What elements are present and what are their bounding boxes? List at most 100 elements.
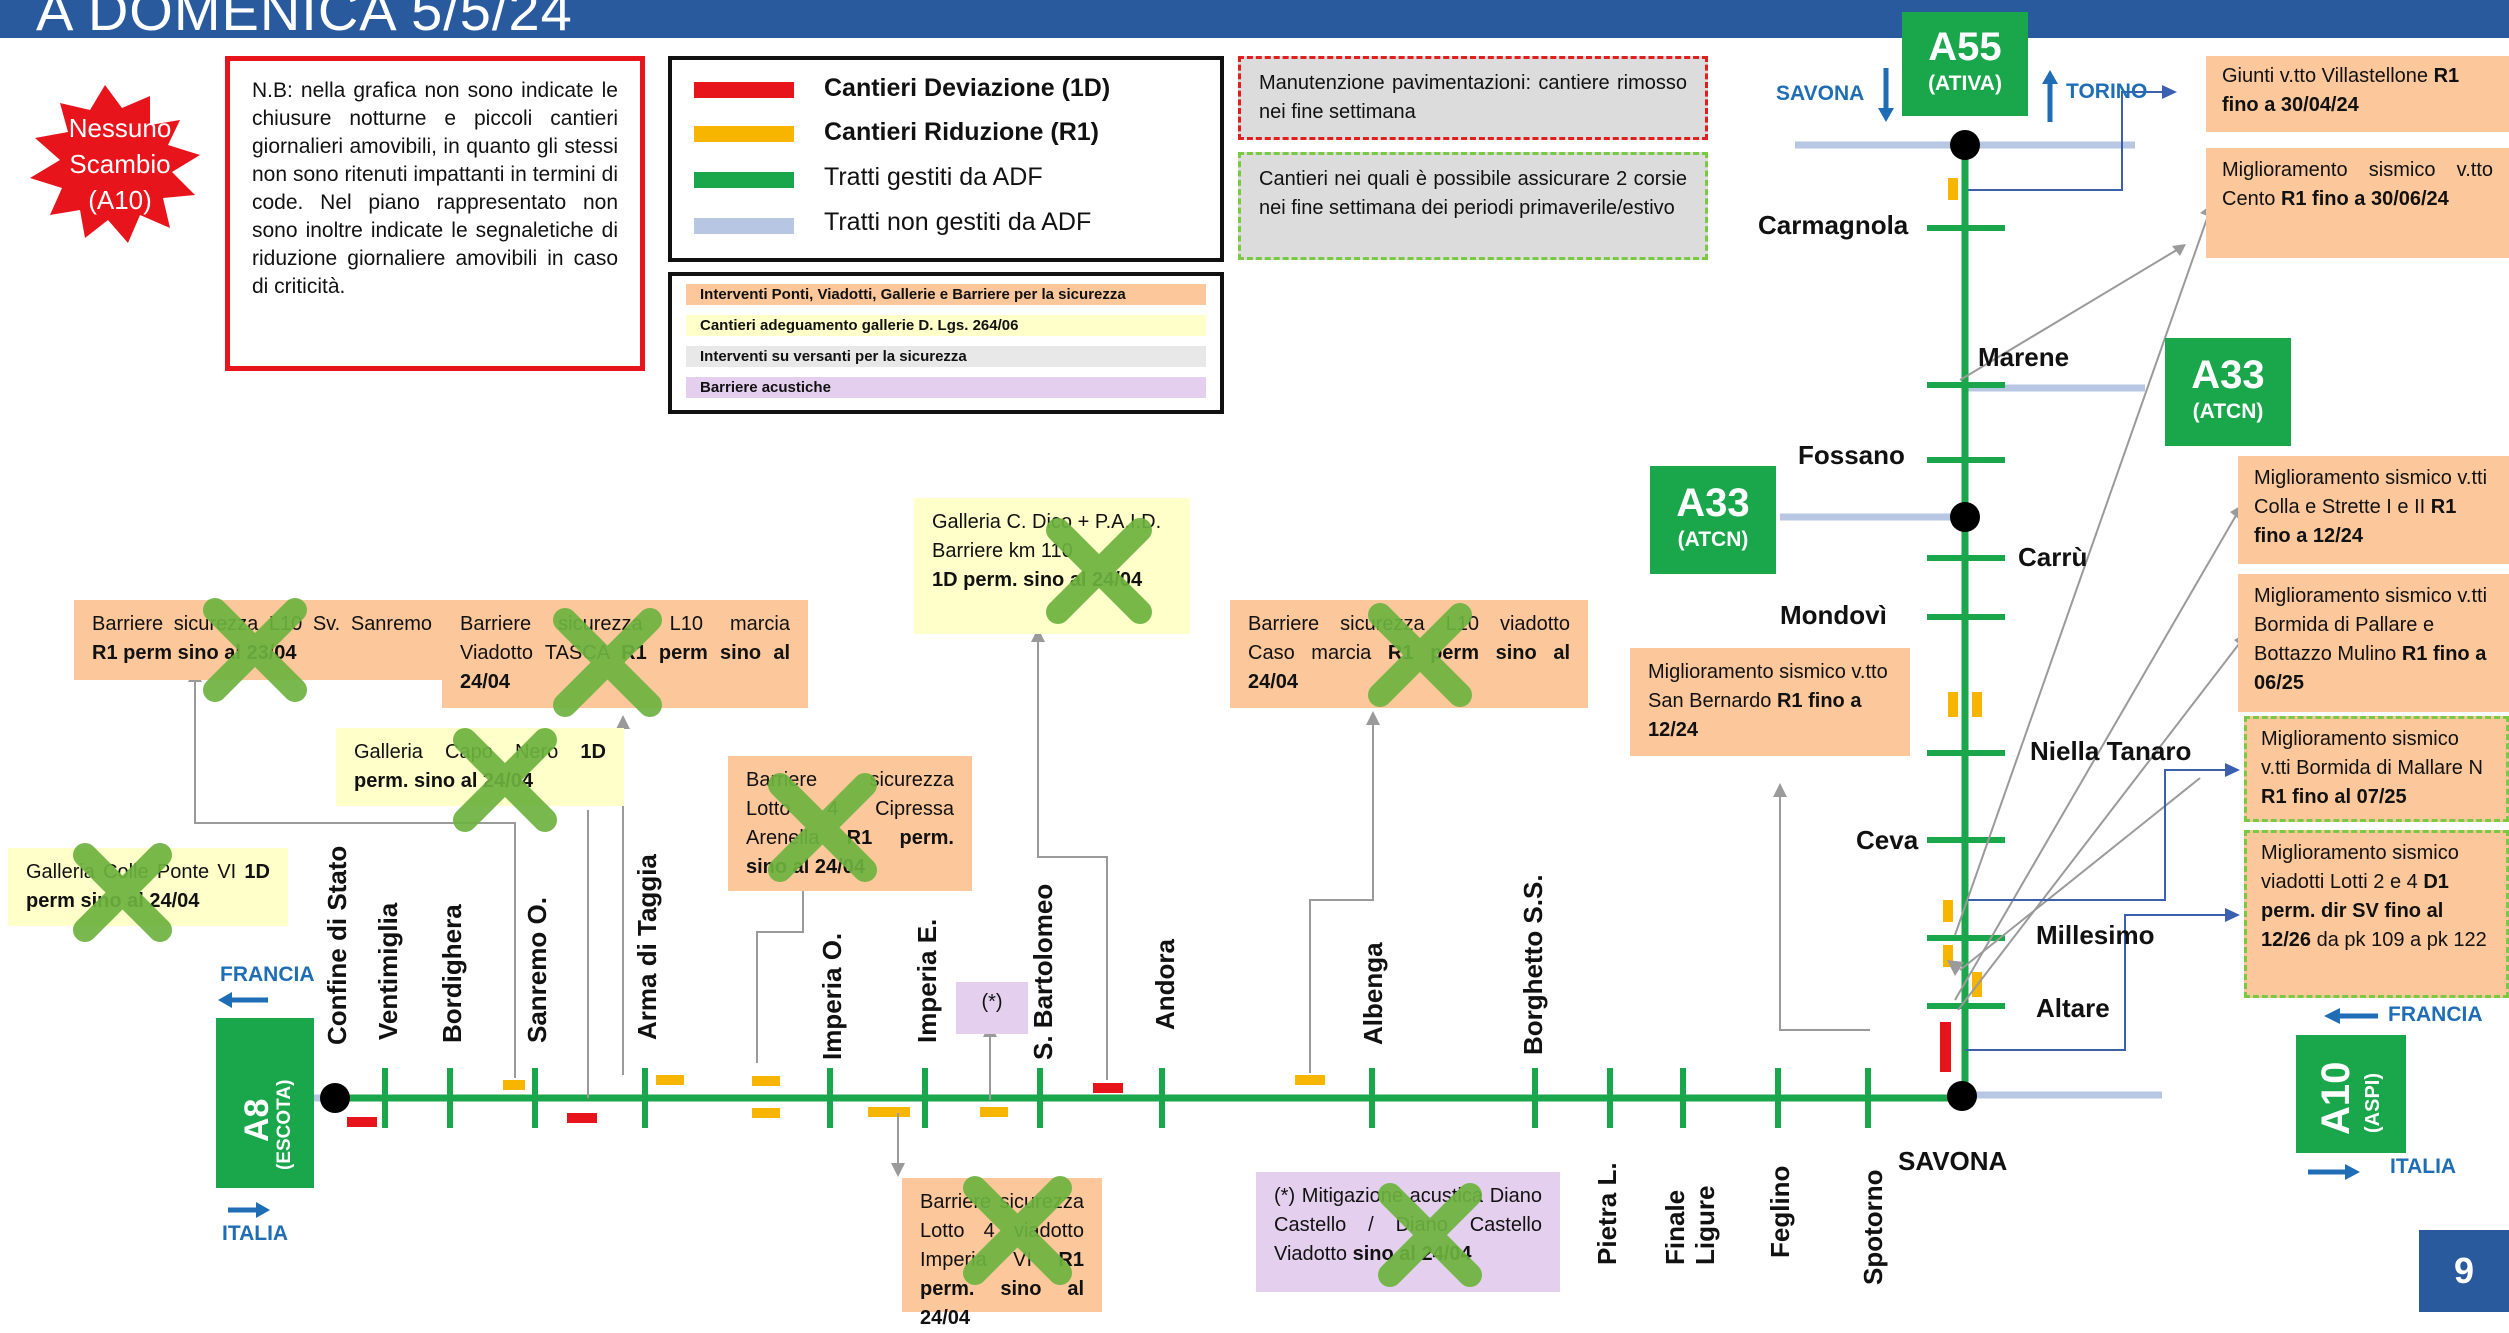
station-label: Spotorno (1858, 1169, 1888, 1285)
station-label-text: Finale Ligure (1660, 1185, 1720, 1265)
no-exchange-label: Nessuno Scambio (A10) (45, 110, 195, 218)
info-box: Barriere sicurezza L10 marcia Viadotto T… (442, 600, 808, 708)
info-text: Miglioramento sismico v.tto San Bernardo (1648, 661, 1888, 712)
info-bold: R1 fino a 12/24 (2254, 496, 2457, 547)
junction-a33 (1950, 502, 1980, 532)
road-code: A33 (2191, 353, 2265, 397)
direction-label: ITALIA (222, 1222, 289, 1245)
category-label: Interventi su versanti per la sicurezza (686, 346, 1206, 367)
station-label: Arma di Taggia (632, 854, 662, 1040)
horizontal-work-markers (347, 1075, 1325, 1127)
note-red-dashed: Manutenzione pavimentazioni: cantiere ri… (1238, 56, 1708, 140)
page-number: 9 (2419, 1230, 2509, 1312)
info-bold: 1D perm. sino al 24/04 (932, 569, 1143, 591)
legend-label: Tratti non gestiti da ADF (824, 208, 1092, 236)
a8-badge: A8 (ESCOTA) (216, 1018, 314, 1188)
station-label: Borghetto S.S. (1518, 874, 1548, 1055)
info-box: Miglioramento sismico v.tti Bormida di M… (2244, 716, 2509, 822)
info-bold: R1 fino a 30/06/24 (2280, 188, 2449, 210)
station-label: Imperia E. (912, 918, 942, 1043)
info-text: Miglioramento sismico v.tto Cento (2222, 159, 2493, 210)
info-text: Galleria Capo Nero (354, 741, 581, 763)
legend-swatch (694, 218, 794, 234)
note-text: Cantieri nei quali è possibile assicurar… (1259, 168, 1687, 219)
info-bold: R1 perm sino al 23/04 (92, 642, 297, 664)
info-text: Galleria C. Dico + P.A.I.D. (932, 511, 1162, 533)
info-box: Barriere sicurezza Lotto 4 viadotto Impe… (902, 1178, 1102, 1329)
info-box: Galleria Colle Ponte VI 1D perm sino al … (8, 848, 288, 926)
page-title: A DOMENICA 5/5/24 (36, 0, 573, 42)
vertical-ticks (1927, 225, 2005, 1009)
burst-line: Nessuno (68, 113, 172, 143)
road-code: A33 (1676, 481, 1750, 525)
a10-badge: A10 (ASPI) (2296, 1035, 2406, 1153)
road-code: A8 (238, 1098, 276, 1142)
station-label: Ceva (1856, 825, 1919, 855)
station-label: Albenga (1358, 942, 1388, 1045)
station-label: Finale Ligure (1660, 1125, 1720, 1265)
no-exchange-burst (30, 85, 200, 243)
station-label: Carrù (2018, 542, 2088, 572)
category-label: Cantieri adeguamento gallerie D. Lgs. 26… (686, 315, 1206, 336)
info-box: Giunti v.tto Villastellone R1 fino a 30/… (2206, 56, 2509, 132)
burst-line: (A10) (88, 185, 152, 215)
station-label: Ventimiglia (373, 902, 403, 1040)
road-operator: (ATIVA) (1928, 72, 2002, 95)
info-text: Barriere sicurezza L10 Sv. Sanremo (92, 613, 432, 635)
info-box: Miglioramento sismico v.tto San Bernardo… (1630, 648, 1910, 756)
category-legend: Interventi Ponti, Viadotti, Gallerie e B… (668, 272, 1224, 414)
info-box: Miglioramento sismico v.tto Cento R1 fin… (2206, 148, 2509, 258)
info-box: Miglioramento sismico v.tti Bormida di P… (2238, 574, 2509, 712)
station-label: Andora (1150, 939, 1180, 1030)
legend-swatch (694, 126, 794, 142)
info-bold: R1 fino a 30/04/24 (2222, 65, 2460, 116)
station-label: Millesimo (2036, 920, 2155, 950)
info-bold: R1 fino a 06/25 (2254, 643, 2487, 694)
info-box-star: (*) (956, 982, 1028, 1034)
station-label: S. Bartolomeo (1028, 883, 1058, 1060)
road-operator: (ATCN) (1677, 528, 1749, 551)
station-label: Fossano (1798, 440, 1905, 470)
station-label: Mondovì (1780, 600, 1887, 630)
blue-callouts (1965, 91, 2225, 1051)
road-code: A55 (1928, 25, 2002, 69)
direction-label: FRANCIA (220, 963, 315, 986)
note-green-dashed: Cantieri nei quali è possibile assicurar… (1238, 152, 1708, 260)
burst-line: Scambio (69, 149, 171, 179)
road-code: A10 (2314, 1061, 2358, 1135)
legend-swatch (694, 82, 794, 98)
horizontal-ticks (382, 1068, 1871, 1128)
info-box: Miglioramento sismico viadotti Lotti 2 e… (2244, 830, 2509, 998)
direction-arrows (218, 68, 2378, 1218)
direction-label: FRANCIA (2388, 1003, 2483, 1026)
station-label: Imperia O. (817, 932, 847, 1060)
info-box: Miglioramento sismico v.tti Colla e Stre… (2238, 456, 2509, 564)
info-text: da pk 109 a pk 122 (2311, 929, 2487, 951)
station-label: Bordighera (437, 904, 467, 1043)
header-bar (0, 0, 2509, 38)
road-operator: (ESCOTA) (274, 1079, 295, 1170)
legend: Cantieri Deviazione (1D) Cantieri Riduzi… (668, 56, 1224, 262)
category-label: Barriere acustiche (686, 377, 1206, 398)
info-text: Giunti v.tto Villastellone (2222, 65, 2434, 87)
station-label: Marene (1978, 342, 2070, 372)
junction-savona (1947, 1081, 1977, 1111)
direction-label: ITALIA (2390, 1155, 2457, 1178)
info-box: Barriere sicurezza L10 Sv. Sanremo R1 pe… (74, 600, 450, 680)
legend-label: Tratti gestiti da ADF (824, 163, 1043, 191)
station-label: Confine di Stato (322, 845, 352, 1045)
station-label: Pietra L. (1592, 1162, 1622, 1265)
info-text: Miglioramento sismico v.tti Bormida di P… (2254, 585, 2488, 665)
blue-arrowheads (2162, 85, 2240, 922)
info-text: Miglioramento sismico v.tti Bormida di M… (2261, 728, 2483, 779)
info-box: Barriere sicurezza L10 viadotto Caso mar… (1230, 600, 1588, 708)
station-label: Carmagnola (1758, 210, 1909, 240)
info-box: Galleria C. Dico + P.A.I.D. Barriere km … (914, 498, 1190, 634)
info-bold: R1 perm sino al 24/04 (460, 642, 791, 693)
category-label: Interventi Ponti, Viadotti, Gallerie e B… (686, 284, 1206, 305)
direction-label: SAVONA (1776, 82, 1865, 105)
info-text: (*) (981, 991, 1003, 1013)
direction-label: TORINO (2066, 80, 2148, 103)
legend-label: Cantieri Deviazione (1D) (824, 74, 1111, 102)
